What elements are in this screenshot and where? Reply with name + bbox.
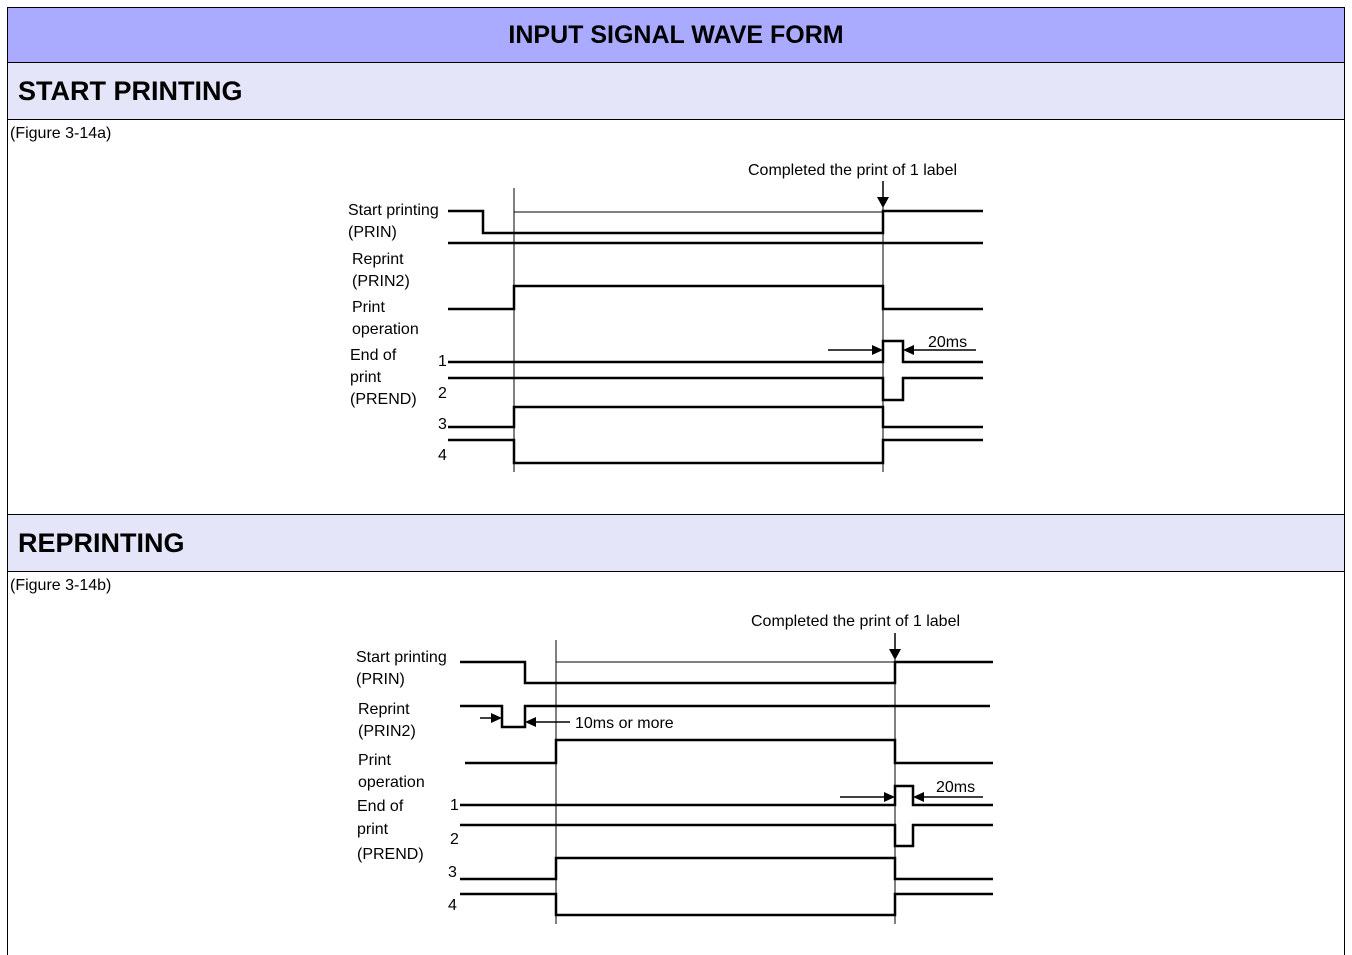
signal-label-reprint: Reprint xyxy=(352,251,404,268)
waveform-number-4: 4 xyxy=(448,897,457,914)
arrow-head-icon xyxy=(877,197,889,208)
completed-print-label: Completed the print of 1 label xyxy=(751,613,960,630)
waveform-number-3: 3 xyxy=(448,864,457,881)
signal-label-end-of: End of xyxy=(357,798,404,815)
figure-caption: (Figure 3-14b) xyxy=(10,577,112,594)
signal-label-prin2: (PRIN2) xyxy=(352,273,410,290)
section-body-reprinting: (Figure 3-14b) Completed the print of 1 … xyxy=(7,572,1345,955)
signal-label-reprint: Reprint xyxy=(358,701,410,718)
timing-diagram-start-printing: Completed the print of 1 label Start pri… xyxy=(348,162,983,472)
signal-label-print-word: print xyxy=(357,821,389,838)
waveform-3 xyxy=(460,856,993,881)
waveform-end-of-print-2 xyxy=(448,376,983,402)
waveform-4 xyxy=(460,892,993,917)
section-heading-start-printing: START PRINTING xyxy=(7,63,1345,120)
signal-label-prend: (PREND) xyxy=(350,391,417,408)
waveform-number-2: 2 xyxy=(450,831,459,848)
waveform-number-2: 2 xyxy=(438,385,447,402)
arrow-left-icon xyxy=(913,792,924,802)
timing-diagram-reprinting: Completed the print of 1 label Start pri… xyxy=(356,613,993,924)
completed-print-label: Completed the print of 1 label xyxy=(748,162,957,179)
pulse-duration-label: 10ms or more xyxy=(575,715,674,732)
signal-label-print: Print xyxy=(352,299,385,316)
waveform-reprint xyxy=(460,704,990,729)
arrow-right-icon xyxy=(491,713,502,723)
waveform-print-operation xyxy=(465,738,993,765)
waveform-number-4: 4 xyxy=(438,447,447,464)
arrow-head-icon xyxy=(889,649,901,660)
waveform-end-of-print-2 xyxy=(460,823,993,848)
section-body-start-printing: (Figure 3-14a) Completed the print of 1 … xyxy=(7,120,1345,515)
signal-label-end-of: End of xyxy=(350,347,397,364)
waveform-start-printing xyxy=(448,209,983,235)
waveform-number-1: 1 xyxy=(450,797,459,814)
arrow-left-icon xyxy=(525,717,536,727)
waveform-start-printing xyxy=(460,660,993,685)
signal-label-operation: operation xyxy=(358,774,425,791)
waveform-end-of-print-1 xyxy=(448,339,983,364)
arrow-right-icon xyxy=(884,792,895,802)
page-title: INPUT SIGNAL WAVE FORM xyxy=(7,7,1345,63)
waveform-number-3: 3 xyxy=(438,416,447,433)
waveform-number-1: 1 xyxy=(438,353,447,370)
signal-label-start-printing: Start printing xyxy=(356,649,447,666)
arrow-left-icon xyxy=(903,345,914,355)
section-heading-reprinting: REPRINTING xyxy=(7,515,1345,572)
waveform-3 xyxy=(448,405,983,429)
waveform-end-of-print-1 xyxy=(460,784,993,807)
signal-label-start-printing: Start printing xyxy=(348,202,439,219)
signal-label-prin: (PRIN) xyxy=(348,224,397,241)
signal-label-prin: (PRIN) xyxy=(356,671,405,688)
arrow-right-icon xyxy=(872,345,883,355)
figure-caption: (Figure 3-14a) xyxy=(10,125,112,142)
duration-label-20ms: 20ms xyxy=(928,334,967,351)
duration-label-20ms: 20ms xyxy=(936,779,975,796)
signal-label-print-word: print xyxy=(350,369,382,386)
waveform-print-operation xyxy=(448,284,983,311)
signal-label-operation: operation xyxy=(352,321,419,338)
signal-label-print: Print xyxy=(358,752,391,769)
signal-label-prend: (PREND) xyxy=(357,846,424,863)
waveform-4 xyxy=(448,438,983,465)
signal-label-prin2: (PRIN2) xyxy=(358,723,416,740)
